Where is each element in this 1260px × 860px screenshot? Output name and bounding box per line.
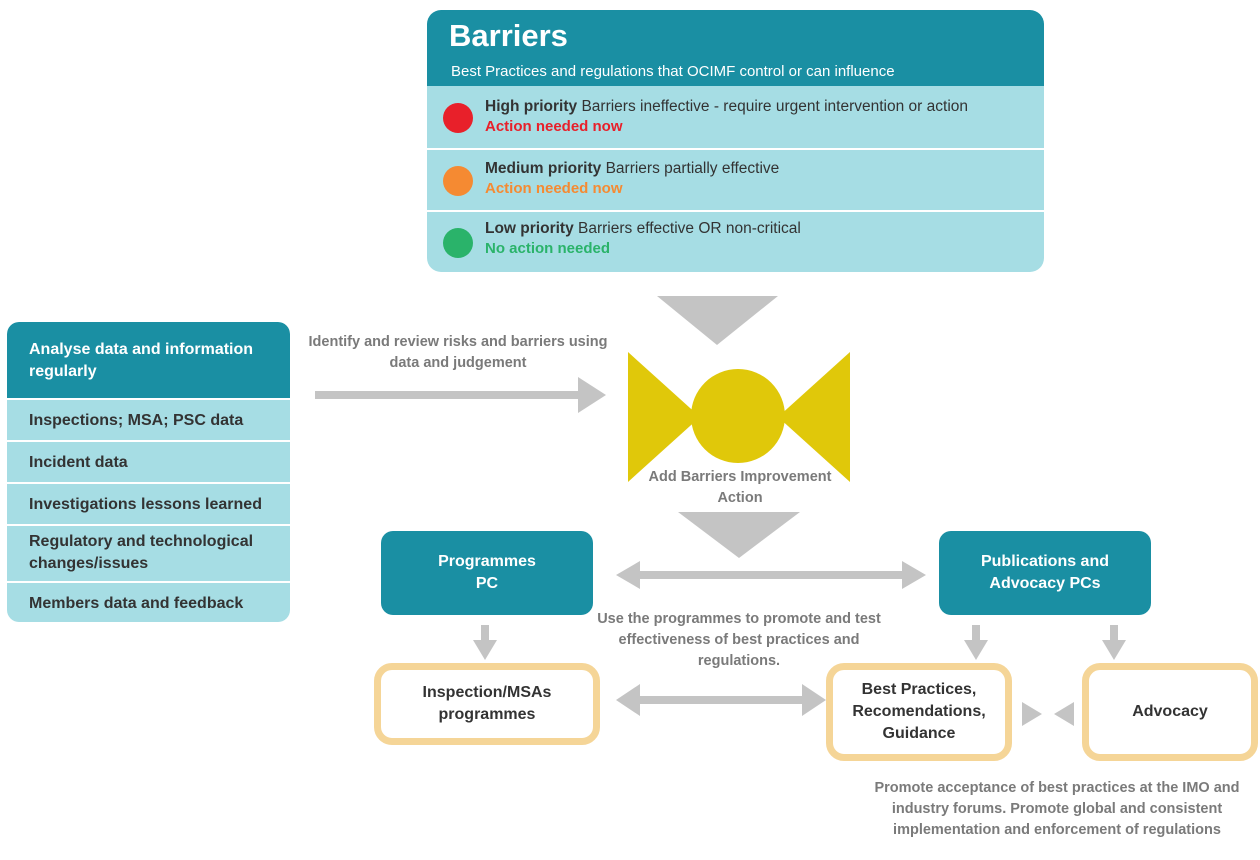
analyse-item: Inspections; MSA; PSC data — [7, 398, 290, 440]
programmes-pc-box: Programmes PC — [381, 531, 593, 615]
bowtie-left-triangle — [628, 352, 700, 482]
barriers-header: Barriers Best Practices and regulations … — [427, 10, 1044, 86]
priority-action: Action needed now — [485, 180, 623, 197]
barriers-panel: Barriers Best Practices and regulations … — [427, 10, 1044, 272]
priority-label: High priority — [485, 98, 578, 115]
priority-row-medium: Medium priority Barriers partially effec… — [427, 148, 1044, 212]
publications-down-left-head — [964, 640, 988, 660]
priority-row-high: High priority Barriers ineffective - req… — [427, 86, 1044, 148]
barriers-subtitle: Best Practices and regulations that OCIM… — [451, 63, 895, 80]
programmes-down-shaft — [481, 625, 489, 641]
analyse-item: Members data and feedback — [7, 581, 290, 622]
best-practices-box: Best Practices, Recomendations, Guidance — [826, 663, 1012, 761]
priority-row-low: Low priority Barriers effective OR non-c… — [427, 210, 1044, 272]
use-programmes-label: Use the programmes to promote and test e… — [597, 611, 881, 669]
publications-down-left-shaft — [972, 625, 980, 641]
analyse-title: Analyse data and information regularly — [29, 341, 254, 380]
right-pointing-triangle — [1022, 702, 1042, 726]
publications-pcs-box: Publications and Advocacy PCs — [939, 531, 1151, 615]
double-arrow-top-left-head — [616, 561, 640, 589]
priority-action: No action needed — [485, 240, 611, 257]
low-priority-dot-icon — [443, 228, 473, 258]
add-barriers-label: Add Barriers Improvement Action — [648, 469, 832, 506]
promote-label: Promote acceptance of best practices at … — [874, 780, 1240, 838]
programmes-down-head — [473, 640, 497, 660]
priority-label: Low priority — [485, 220, 574, 237]
down-arrow-top — [657, 296, 778, 345]
bowtie-right-triangle — [778, 352, 850, 482]
barriers-title: Barriers — [449, 18, 568, 53]
high-priority-dot-icon — [443, 103, 473, 133]
analyse-item: Incident data — [7, 440, 290, 482]
medium-priority-dot-icon — [443, 166, 473, 196]
bowtie-center-circle — [691, 369, 785, 463]
double-arrow-top-right-head — [902, 561, 926, 589]
double-arrow-top-shaft — [636, 571, 906, 579]
inspection-msas-box: Inspection/MSAs programmes — [374, 663, 600, 745]
identify-label: Identify and review risks and barriers u… — [308, 334, 608, 371]
double-arrow-bottom-shaft — [636, 696, 806, 704]
advocacy-box: Advocacy — [1082, 663, 1258, 761]
publications-down-right-shaft — [1110, 625, 1118, 641]
analyse-panel: Analyse data and information regularly I… — [7, 322, 290, 622]
analyse-item: Regulatory and technological changes/iss… — [7, 524, 290, 581]
double-arrow-bottom-left-head — [616, 684, 640, 716]
priority-description: Barriers ineffective - require urgent in… — [581, 98, 968, 115]
priority-action: Action needed now — [485, 118, 623, 135]
priority-label: Medium priority — [485, 160, 602, 177]
priority-description: Barriers partially effective — [605, 160, 780, 177]
analyse-header: Analyse data and information regularly — [7, 322, 290, 398]
double-arrow-bottom-right-head — [802, 684, 826, 716]
identify-arrow-shaft — [315, 391, 581, 399]
identify-arrow-head — [578, 377, 606, 413]
publications-down-right-head — [1102, 640, 1126, 660]
left-pointing-triangle — [1054, 702, 1074, 726]
analyse-item: Investigations lessons learned — [7, 482, 290, 524]
down-arrow-bottom — [678, 512, 800, 558]
priority-description: Barriers effective OR non-critical — [578, 220, 801, 237]
